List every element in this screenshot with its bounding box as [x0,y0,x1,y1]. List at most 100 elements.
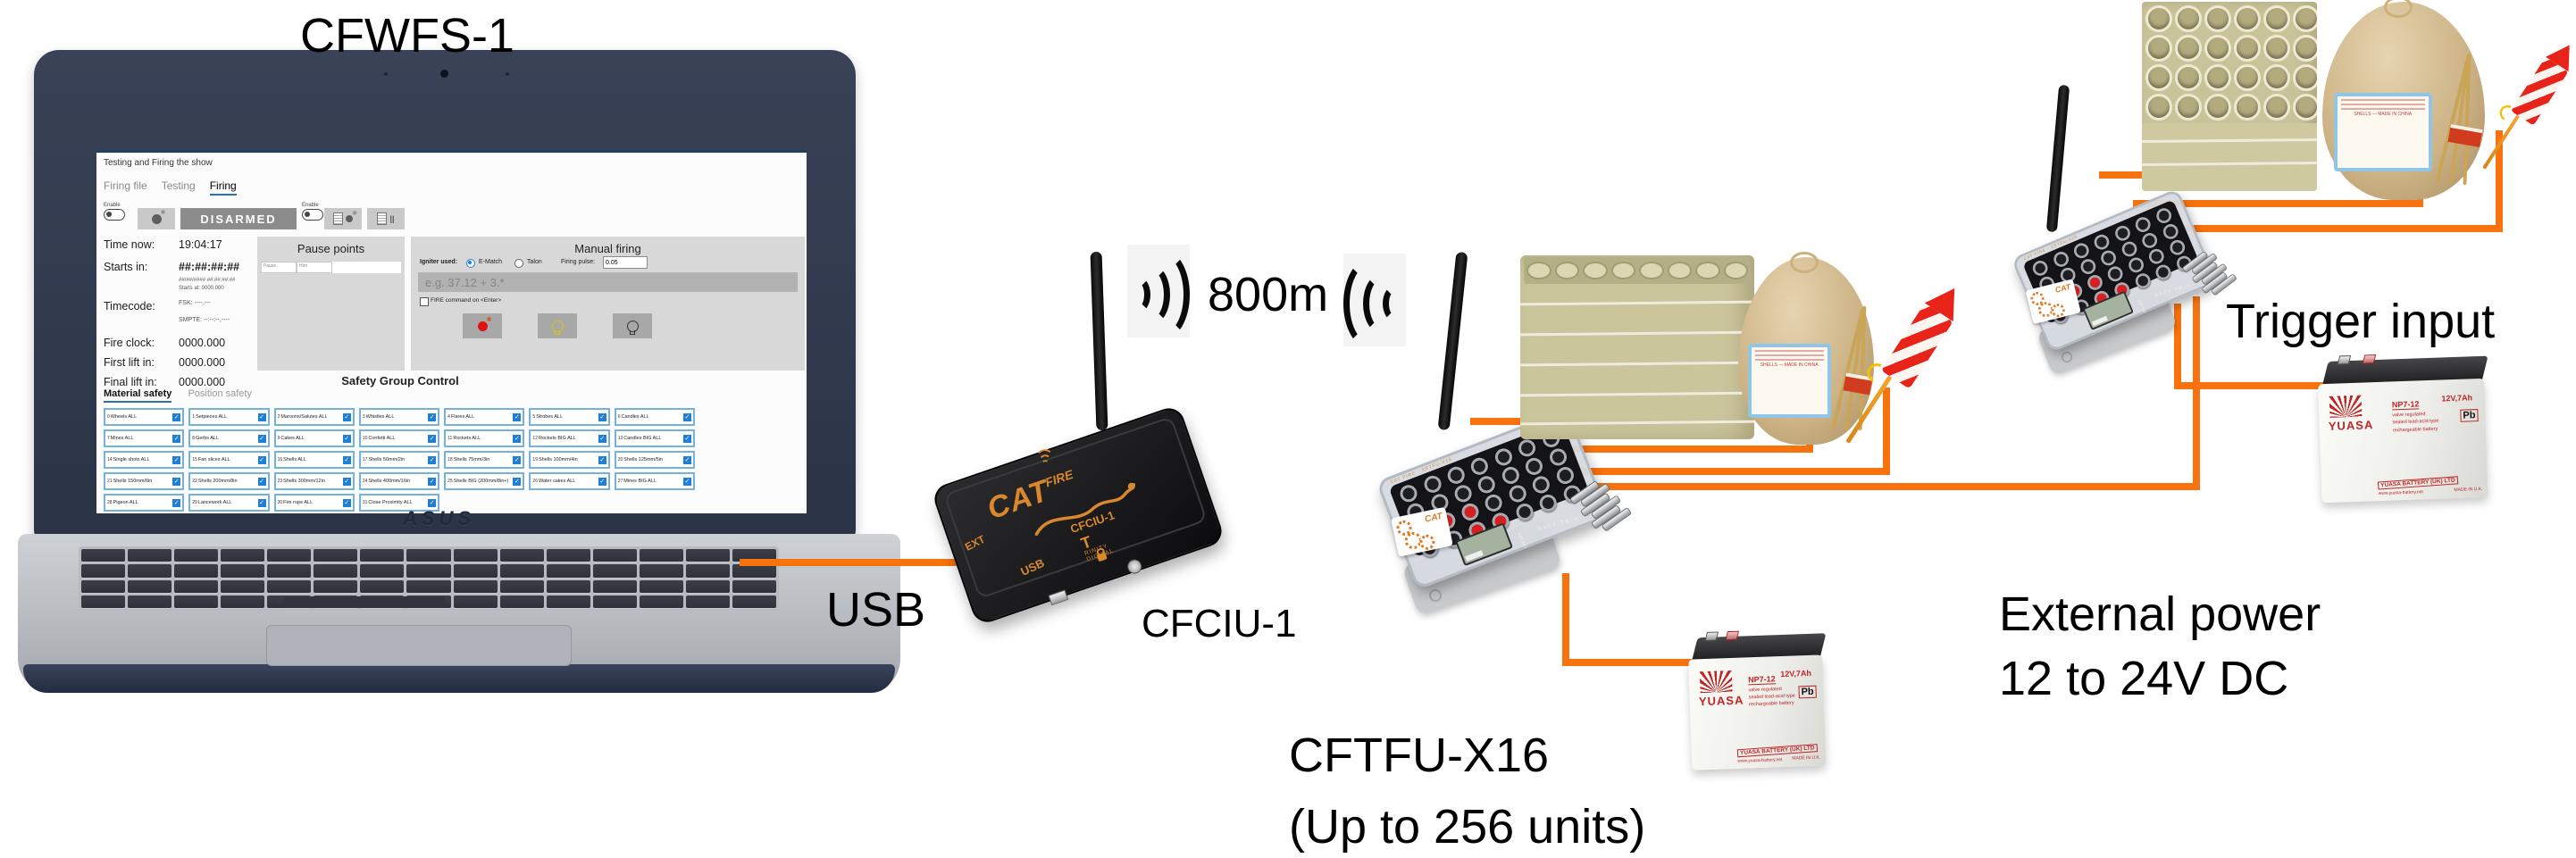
checkbox-checked-icon[interactable]: ✓ [513,477,522,486]
checkbox-checked-icon[interactable]: ✓ [682,477,691,486]
checkbox-checked-icon[interactable]: ✓ [598,434,606,443]
keyboard-key[interactable] [685,564,730,578]
checkbox-checked-icon[interactable]: ✓ [342,434,351,443]
keyboard-key[interactable] [221,595,265,608]
checkbox-checked-icon[interactable]: ✓ [513,434,522,443]
keyboard-key[interactable] [221,549,265,562]
keyboard-key[interactable] [221,579,265,593]
keyboard-key[interactable] [639,595,683,608]
arm-button[interactable] [138,208,175,229]
keyboard-key[interactable] [499,564,544,578]
keyboard-key[interactable] [406,579,451,593]
tab-testing[interactable]: Testing [161,179,196,192]
keyboard-key[interactable] [314,564,358,578]
checkbox-checked-icon[interactable]: ✓ [342,498,351,507]
keyboard-key[interactable] [592,549,637,562]
keyboard-key[interactable] [81,564,126,578]
tab-position-safety[interactable]: Position safety [188,388,252,399]
checkbox-checked-icon[interactable]: ✓ [428,434,437,443]
keyboard-key[interactable] [499,595,544,608]
keyboard-key[interactable] [499,579,544,593]
enable-toggle[interactable] [104,209,125,221]
keyboard-key[interactable] [128,564,172,578]
keyboard-key[interactable] [546,564,590,578]
keyboard-key[interactable] [685,579,730,593]
radio-ematch[interactable] [466,259,475,268]
keyboard-key[interactable] [267,549,312,562]
keyboard-key[interactable] [732,595,776,608]
keyboard-key[interactable] [639,549,683,562]
checkbox-checked-icon[interactable]: ✓ [513,455,522,464]
checkbox-checked-icon[interactable]: ✓ [428,412,437,421]
keyboard-key[interactable] [639,579,683,593]
checkbox-checked-icon[interactable]: ✓ [598,412,606,421]
checkbox-checked-icon[interactable]: ✓ [682,455,691,464]
fire-command-input[interactable] [418,272,798,292]
tab-firing[interactable]: Firing [209,179,237,196]
spacebar-key[interactable] [284,596,445,608]
checkbox-checked-icon[interactable]: ✓ [682,434,691,443]
keyboard-key[interactable] [128,595,172,608]
keyboard-key[interactable] [453,564,498,578]
keyboard-key[interactable] [499,549,544,562]
keyboard-key[interactable] [314,549,358,562]
keyboard-key[interactable] [221,564,265,578]
keyboard-key[interactable] [685,549,730,562]
keyboard-key[interactable] [267,564,312,578]
keyboard-key[interactable] [406,564,451,578]
checkbox-checked-icon[interactable]: ✓ [257,412,266,421]
keyboard-key[interactable] [314,579,358,593]
keyboard-key[interactable] [128,579,172,593]
keyboard-key[interactable] [592,595,637,608]
test-lamp-off-button[interactable] [613,313,652,338]
keyboard-key[interactable] [174,579,219,593]
firing-pulse-input[interactable] [603,256,648,269]
keyboard-key[interactable] [406,549,451,562]
keyboard-key[interactable] [128,549,172,562]
keyboard-key[interactable] [732,579,776,593]
tab-material-safety[interactable]: Material safety [104,388,172,403]
checkbox-checked-icon[interactable]: ✓ [342,455,351,464]
checkbox-checked-icon[interactable]: ✓ [428,498,437,507]
checkbox-checked-icon[interactable]: ✓ [342,412,351,421]
checkbox-checked-icon[interactable]: ✓ [172,477,181,486]
keyboard-key[interactable] [685,595,730,608]
keyboard-key[interactable] [546,595,590,608]
keyboard-key[interactable] [546,579,590,593]
keyboard-key[interactable] [592,579,637,593]
keyboard-key[interactable] [732,549,776,562]
checkbox-checked-icon[interactable]: ✓ [172,434,181,443]
checkbox-checked-icon[interactable]: ✓ [172,455,181,464]
checkbox-checked-icon[interactable]: ✓ [428,477,437,486]
keyboard-key[interactable] [546,549,590,562]
checkbox-checked-icon[interactable]: ✓ [342,477,351,486]
keyboard-key[interactable] [360,579,405,593]
keyboard-key[interactable] [81,579,126,593]
checkbox-checked-icon[interactable]: ✓ [172,498,181,507]
radio-talon[interactable] [514,259,523,268]
fire-command-checkbox[interactable] [420,297,429,306]
checkbox-checked-icon[interactable]: ✓ [172,412,181,421]
manual-fire-button[interactable] [463,313,502,338]
